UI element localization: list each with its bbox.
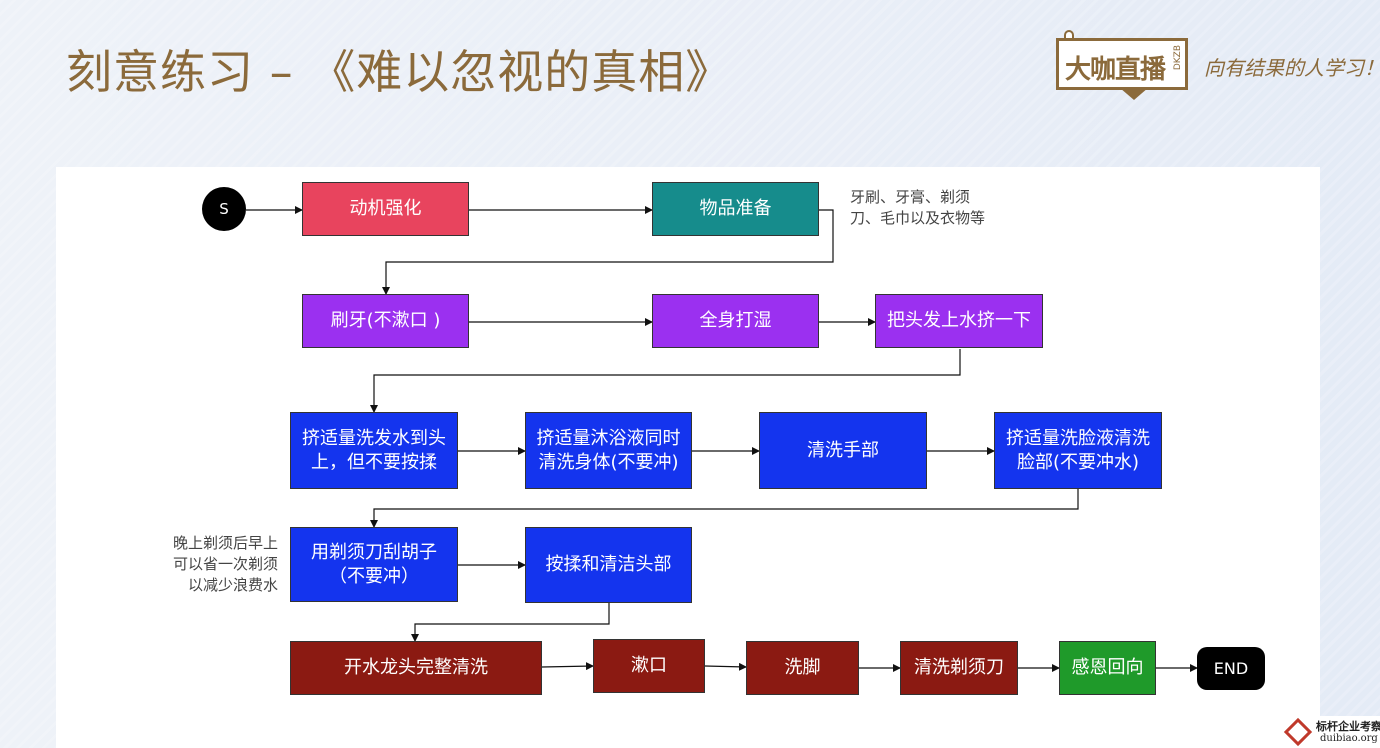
node-full-rinse-label: 开水龙头完整清洗 bbox=[344, 657, 488, 678]
node-wash-hands: 清洗手部 bbox=[759, 412, 927, 489]
node-prepare-label: 物品准备 bbox=[699, 198, 772, 219]
node-rinse-mouth: 漱口 bbox=[593, 639, 705, 693]
start-label: S bbox=[219, 200, 229, 218]
note-prepare-items: 牙刷、牙膏、剃须 刀、毛巾以及衣物等 bbox=[850, 188, 986, 227]
note-shave-tip: 晚上剃须后早上 可以省一次剃须 以减少浪费水 bbox=[172, 534, 278, 594]
node-shampoo-label: 挤适量洗发水到头 上，但不要按揉 bbox=[302, 427, 446, 473]
flowchart-panel: S 动机强化 物品准备 牙刷、牙膏、剃须 刀、毛巾以及衣物等 刷牙(不漱口 ) … bbox=[56, 167, 1320, 748]
node-clean-razor: 清洗剃须刀 bbox=[900, 641, 1018, 695]
logo-subtext: DKZB bbox=[1173, 45, 1183, 71]
node-body-wash: 挤适量沐浴液同时 清洗身体(不要冲) bbox=[525, 412, 692, 489]
edge-scrub-rinse bbox=[411, 603, 610, 642]
node-face-wash-label: 挤适量洗脸液清洗 脸部(不要冲水) bbox=[1006, 427, 1150, 473]
node-wet-body-label: 全身打湿 bbox=[699, 310, 772, 331]
node-rinse-mouth-label: 漱口 bbox=[631, 655, 667, 676]
end-label: END bbox=[1213, 658, 1249, 678]
node-gratitude: 感恩回向 bbox=[1059, 641, 1156, 695]
node-full-rinse: 开水龙头完整清洗 bbox=[290, 641, 542, 695]
node-wring-hair: 把头发上水挤一下 bbox=[875, 294, 1043, 348]
node-gratitude-label: 感恩回向 bbox=[1071, 657, 1144, 678]
flowchart-connectors bbox=[246, 206, 1198, 672]
node-wash-feet-label: 洗脚 bbox=[784, 657, 821, 678]
node-shampoo: 挤适量洗发水到头 上，但不要按揉 bbox=[290, 412, 458, 489]
node-shave-label: 用剃须刀刮胡子 （不要冲） bbox=[311, 541, 437, 587]
end-node: END bbox=[1197, 647, 1265, 690]
edge-prepare-brush bbox=[382, 209, 834, 295]
node-brush-teeth: 刷牙(不漱口 ) bbox=[302, 294, 469, 348]
node-motivation: 动机强化 bbox=[302, 182, 469, 236]
node-brush-teeth-label: 刷牙(不漱口 ) bbox=[330, 310, 441, 331]
node-motivation-label: 动机强化 bbox=[349, 198, 422, 219]
node-scrub-head: 按揉和清洁头部 bbox=[525, 527, 692, 603]
node-prepare: 物品准备 bbox=[652, 182, 819, 236]
node-wet-body: 全身打湿 bbox=[652, 294, 819, 348]
watermark-diamond-icon bbox=[1283, 717, 1313, 747]
edge-rinse-mouth bbox=[541, 662, 594, 671]
edge-face-shave bbox=[370, 489, 1079, 528]
node-wash-feet: 洗脚 bbox=[746, 641, 859, 695]
logo-text: 大咖直播 bbox=[1065, 55, 1166, 85]
node-body-wash-label: 挤适量沐浴液同时 清洗身体(不要冲) bbox=[536, 427, 681, 473]
edge-mouth-feet bbox=[704, 662, 747, 671]
node-clean-razor-label: 清洗剃须刀 bbox=[914, 657, 1004, 678]
watermark-url: duibiao.org bbox=[1320, 733, 1378, 744]
page-title: 刻意练习 – 《难以忽视的真相》 bbox=[66, 45, 733, 99]
logo-speech-tail bbox=[1120, 88, 1148, 100]
brand-slogan: 向有结果的人学习！ bbox=[1204, 56, 1380, 80]
start-node: S bbox=[202, 187, 246, 231]
site-watermark: 标杆企业考察 duibiao.org bbox=[1280, 716, 1380, 748]
node-face-wash: 挤适量洗脸液清洗 脸部(不要冲水) bbox=[994, 412, 1162, 489]
node-wring-hair-label: 把头发上水挤一下 bbox=[887, 310, 1031, 331]
brand-logo: 大咖直播 DKZB bbox=[1056, 38, 1188, 90]
node-wash-hands-label: 清洗手部 bbox=[807, 439, 879, 461]
node-shave: 用剃须刀刮胡子 （不要冲） bbox=[290, 527, 458, 602]
edge-wring-shampoo bbox=[370, 349, 961, 413]
node-scrub-head-label: 按揉和清洁头部 bbox=[545, 554, 672, 575]
watermark-name: 标杆企业考察 bbox=[1316, 720, 1380, 733]
